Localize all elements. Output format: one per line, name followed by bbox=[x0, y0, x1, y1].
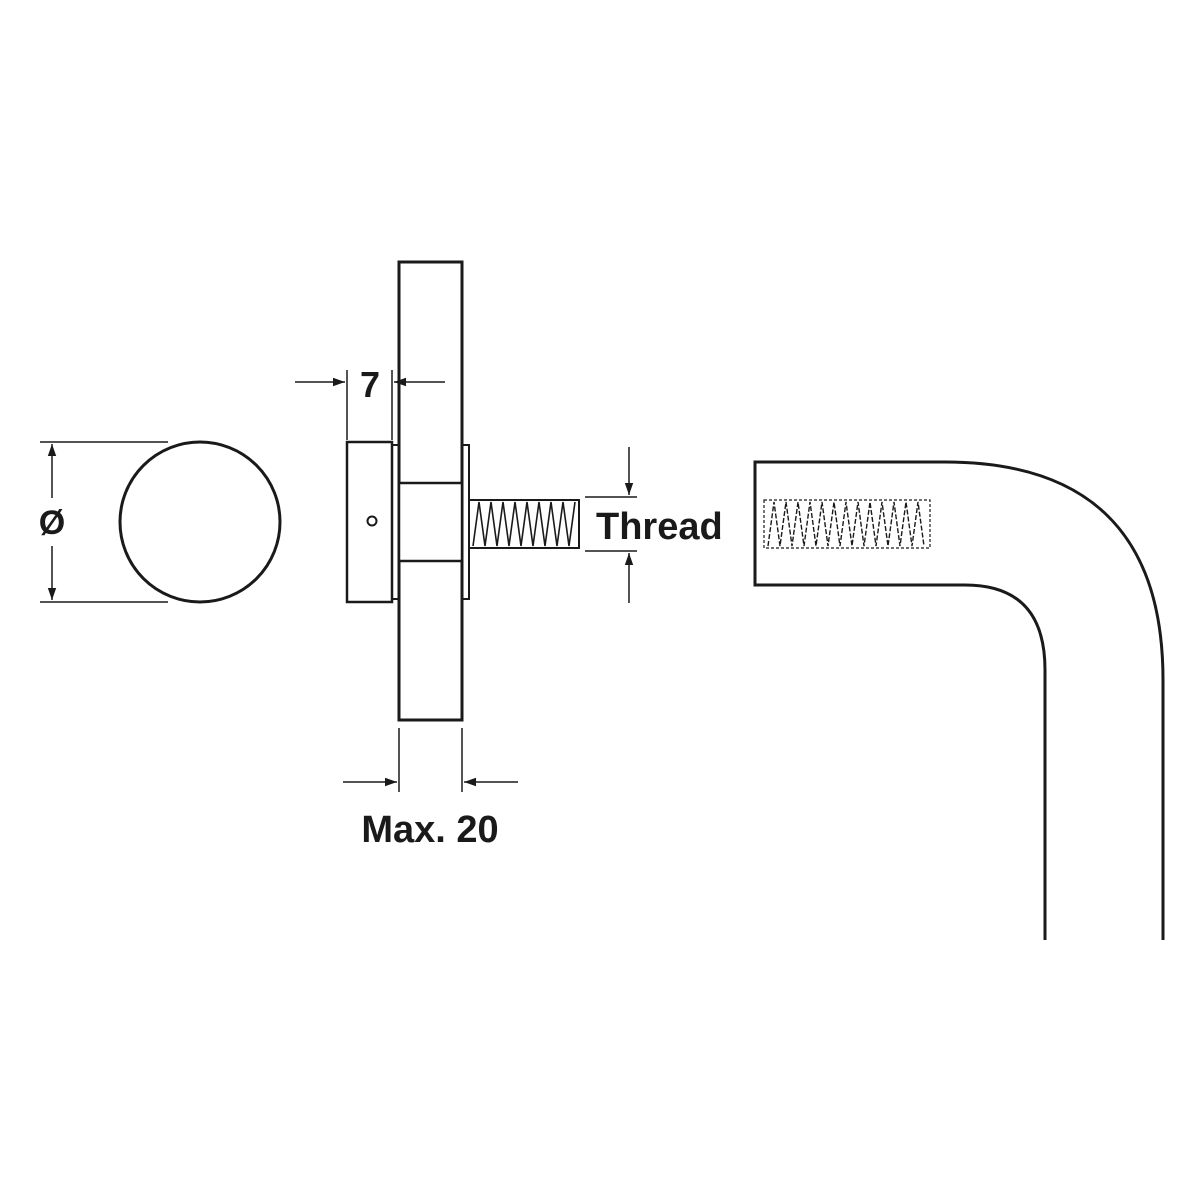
grub-screw-hole bbox=[366, 515, 378, 527]
knob-front-view: Ø bbox=[39, 440, 282, 604]
offset-label: 7 bbox=[360, 364, 380, 405]
knob-side-view bbox=[345, 260, 580, 722]
knob-circle bbox=[118, 440, 282, 604]
threaded-bolt bbox=[468, 499, 580, 549]
bolt-thread-pattern bbox=[472, 501, 576, 547]
panel-hole-spacer bbox=[397, 481, 464, 563]
thread-label: Thread bbox=[596, 506, 723, 548]
max-thickness-label: Max. 20 bbox=[361, 809, 498, 851]
thread-dimension: Thread bbox=[585, 447, 723, 603]
knob-base-flange bbox=[391, 444, 400, 600]
handle-internal-thread-pattern bbox=[767, 501, 925, 547]
handle-outline bbox=[753, 460, 1165, 940]
knob-body bbox=[345, 440, 394, 604]
diameter-label: Ø bbox=[39, 504, 65, 542]
bent-handle bbox=[753, 460, 1165, 940]
max-thickness-dimension: Max. 20 bbox=[343, 728, 518, 851]
handle-internal-thread-bore bbox=[763, 499, 931, 549]
offset-dimension: 7 bbox=[295, 364, 445, 440]
